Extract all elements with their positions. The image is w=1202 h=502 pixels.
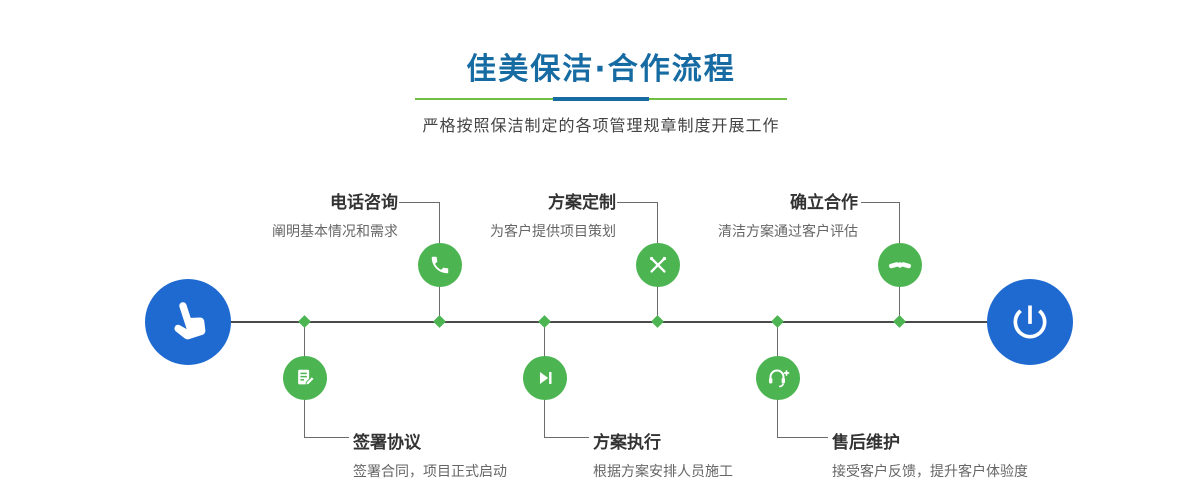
- step-node-cooperation: [878, 243, 922, 287]
- page-title: 佳美保洁·合作流程: [466, 52, 736, 87]
- step-label-phone: 电话咨询 阐明基本情况和需求: [200, 188, 398, 241]
- handshake-icon: [888, 253, 912, 277]
- step-label-aftersales: 售后维护 接受客户反馈，提升客户体验度: [832, 428, 1092, 481]
- timeline-diamond: [538, 315, 551, 328]
- timeline-end-node: [987, 279, 1073, 365]
- connector-line: [304, 437, 349, 438]
- step-title: 签署协议: [353, 433, 421, 453]
- step-node-design: [636, 243, 680, 287]
- pointing-hand-icon: [159, 293, 217, 351]
- connector-line: [544, 437, 589, 438]
- step-desc: 为客户提供项目策划: [490, 224, 616, 240]
- timeline-diamond: [893, 315, 906, 328]
- timeline-diamond: [433, 315, 446, 328]
- step-desc: 阐明基本情况和需求: [272, 224, 398, 240]
- title-underline: [415, 97, 787, 102]
- underline-blue-bar: [553, 97, 649, 101]
- step-desc: 根据方案安排人员施工: [593, 464, 733, 480]
- step-label-contract: 签署协议 签署合同，项目正式启动: [353, 428, 583, 481]
- step-label-execute: 方案执行 根据方案安排人员施工: [593, 428, 823, 481]
- power-icon: [1008, 300, 1052, 344]
- timeline-diamond: [298, 315, 311, 328]
- timeline-line: [188, 321, 1032, 323]
- connector-line: [617, 202, 658, 203]
- step-label-cooperation: 确立合作 清洁方案通过客户评估: [660, 188, 858, 241]
- contract-icon: [294, 367, 316, 389]
- step-node-execute: [523, 356, 567, 400]
- connector-line: [399, 202, 440, 203]
- step-label-design: 方案定制 为客户提供项目策划: [420, 188, 616, 241]
- step-desc: 签署合同，项目正式启动: [353, 464, 507, 480]
- step-title: 电话咨询: [330, 193, 398, 213]
- headset-icon: [766, 366, 790, 390]
- step-title: 方案定制: [548, 193, 616, 213]
- phone-icon: [429, 254, 451, 276]
- timeline-start-node: [145, 279, 231, 365]
- page-subtitle: 严格按照保洁制定的各项管理规章制度开展工作: [422, 116, 780, 135]
- step-desc: 接受客户反馈，提升客户体验度: [832, 464, 1028, 480]
- connector-line: [777, 437, 828, 438]
- timeline-diamond: [771, 315, 784, 328]
- play-next-icon: [534, 367, 556, 389]
- timeline-diamond: [651, 315, 664, 328]
- connector-line: [861, 202, 900, 203]
- step-node-phone: [418, 243, 462, 287]
- step-title: 方案执行: [593, 433, 661, 453]
- step-node-aftersales: [756, 356, 800, 400]
- step-desc: 清洁方案通过客户评估: [718, 224, 858, 240]
- step-node-contract: [283, 356, 327, 400]
- step-title: 售后维护: [832, 433, 900, 453]
- design-tools-icon: [647, 254, 669, 276]
- step-title: 确立合作: [790, 193, 858, 213]
